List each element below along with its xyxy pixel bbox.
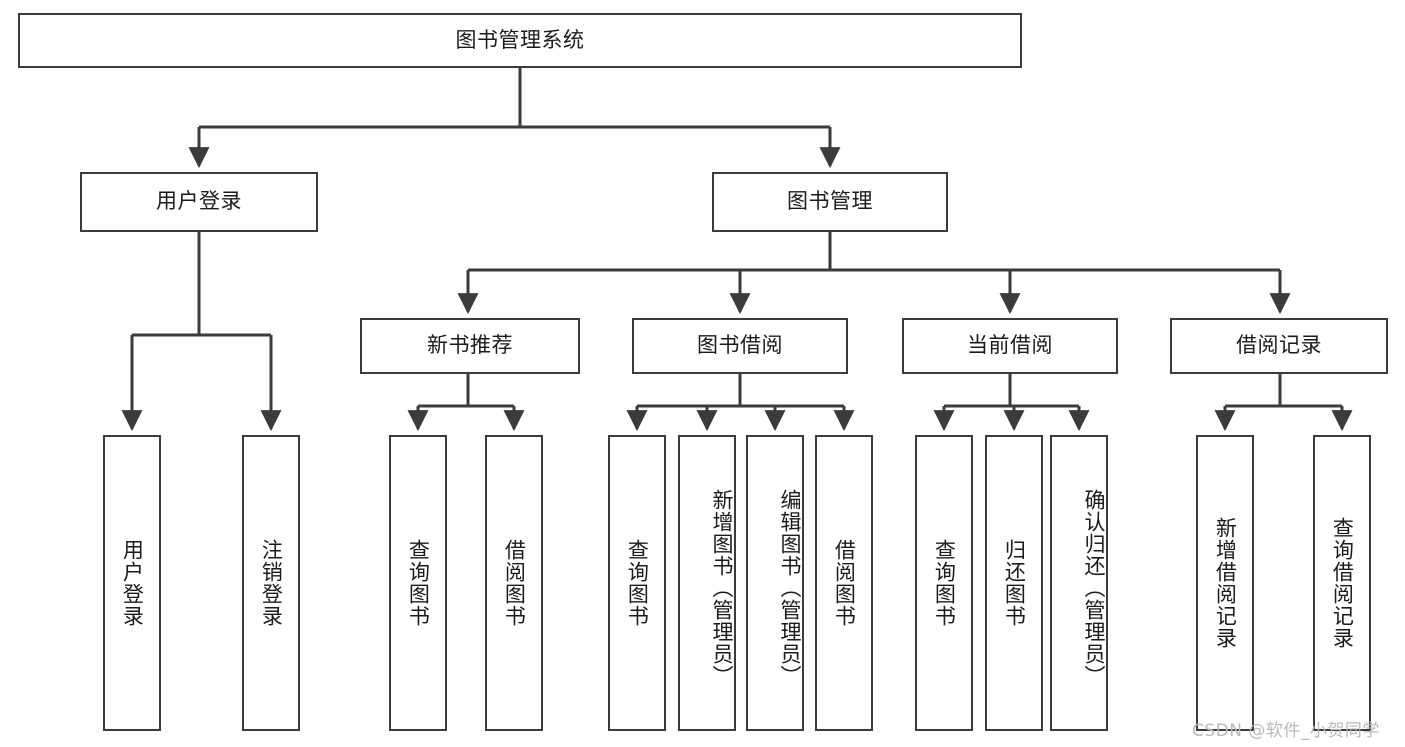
leaf-query-borrow-record-label: 查询借阅记录 <box>1330 517 1355 649</box>
node-book-management-label: 图书管理 <box>787 189 873 214</box>
node-root[interactable]: 图书管理系统 <box>18 13 1022 68</box>
leaf-query-books-new-label: 查询图书 <box>406 539 431 627</box>
leaf-return-book[interactable]: 归还图书 <box>985 435 1043 731</box>
node-book-borrow[interactable]: 图书借阅 <box>632 318 848 374</box>
leaf-query-borrow-record[interactable]: 查询借阅记录 <box>1313 435 1371 731</box>
node-user-login[interactable]: 用户登录 <box>80 172 318 232</box>
leaf-borrow-books-new[interactable]: 借阅图书 <box>485 435 543 731</box>
leaf-borrow-book-label: 借阅图书 <box>832 539 857 627</box>
leaf-query-books-borrow[interactable]: 查询图书 <box>608 435 666 731</box>
leaf-logout-login-label: 注销登录 <box>259 539 284 627</box>
leaf-edit-book-admin[interactable]: 编辑图书（管理员） <box>746 435 804 731</box>
node-book-management[interactable]: 图书管理 <box>712 172 948 232</box>
node-new-book-recommend[interactable]: 新书推荐 <box>360 318 580 374</box>
leaf-user-login[interactable]: 用户登录 <box>103 435 161 731</box>
watermark: CSDN @软件_小贺同学 <box>1192 721 1380 741</box>
leaf-add-borrow-record-label: 新增借阅记录 <box>1213 517 1238 649</box>
node-user-login-label: 用户登录 <box>156 189 242 214</box>
leaf-query-books-current-label: 查询图书 <box>932 539 957 627</box>
leaf-confirm-return-admin[interactable]: 确认归还（管理员） <box>1050 435 1108 731</box>
leaf-user-login-label: 用户登录 <box>120 539 145 627</box>
node-new-book-recommend-label: 新书推荐 <box>427 333 513 358</box>
leaf-add-book-admin[interactable]: 新增图书（管理员） <box>678 435 736 731</box>
node-borrow-record[interactable]: 借阅记录 <box>1170 318 1388 374</box>
leaf-query-books-current[interactable]: 查询图书 <box>915 435 973 731</box>
leaf-confirm-return-admin-label: 确认归还（管理员） <box>1082 489 1106 687</box>
leaf-add-borrow-record[interactable]: 新增借阅记录 <box>1196 435 1254 731</box>
leaf-edit-book-admin-label: 编辑图书（管理员） <box>778 489 802 687</box>
node-current-borrow-label: 当前借阅 <box>967 333 1053 358</box>
leaf-query-books-new[interactable]: 查询图书 <box>389 435 447 731</box>
node-root-label: 图书管理系统 <box>455 27 585 52</box>
node-current-borrow[interactable]: 当前借阅 <box>902 318 1118 374</box>
leaf-borrow-books-new-label: 借阅图书 <box>502 539 527 627</box>
node-book-borrow-label: 图书借阅 <box>697 333 783 358</box>
leaf-query-books-borrow-label: 查询图书 <box>625 539 650 627</box>
leaf-return-book-label: 归还图书 <box>1002 539 1027 627</box>
leaf-borrow-book[interactable]: 借阅图书 <box>815 435 873 731</box>
leaf-add-book-admin-label: 新增图书（管理员） <box>710 489 734 687</box>
node-borrow-record-label: 借阅记录 <box>1236 333 1322 358</box>
leaf-logout-login[interactable]: 注销登录 <box>242 435 300 731</box>
